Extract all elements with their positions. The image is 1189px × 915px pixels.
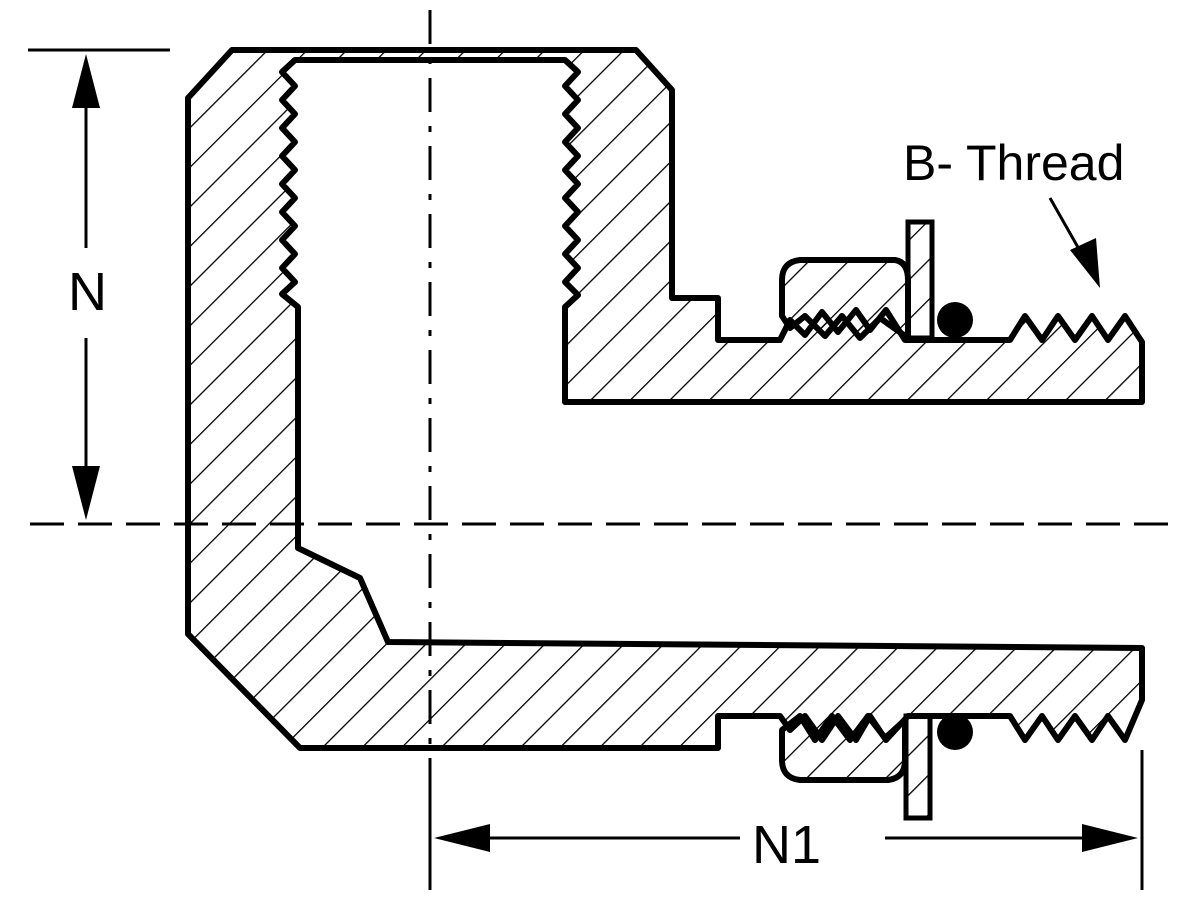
washer-top (905, 219, 935, 341)
fitting-body-section (185, 47, 1145, 751)
n-arrow-down (72, 466, 100, 520)
dimension-label-n: N (68, 262, 107, 322)
o-ring-bottom (937, 714, 973, 750)
nut-bottom (779, 713, 908, 783)
o-ring-top (937, 302, 973, 338)
callout-label-b-thread: B- Thread (903, 135, 1125, 191)
nut-top (779, 257, 911, 341)
washer-bottom (903, 713, 933, 821)
n1-arrow-left (434, 824, 490, 852)
dimension-label-n1: N1 (752, 815, 822, 875)
n-arrow-up (72, 54, 100, 108)
b-thread-arrowhead (1070, 238, 1100, 288)
n1-arrow-right (1082, 824, 1138, 852)
